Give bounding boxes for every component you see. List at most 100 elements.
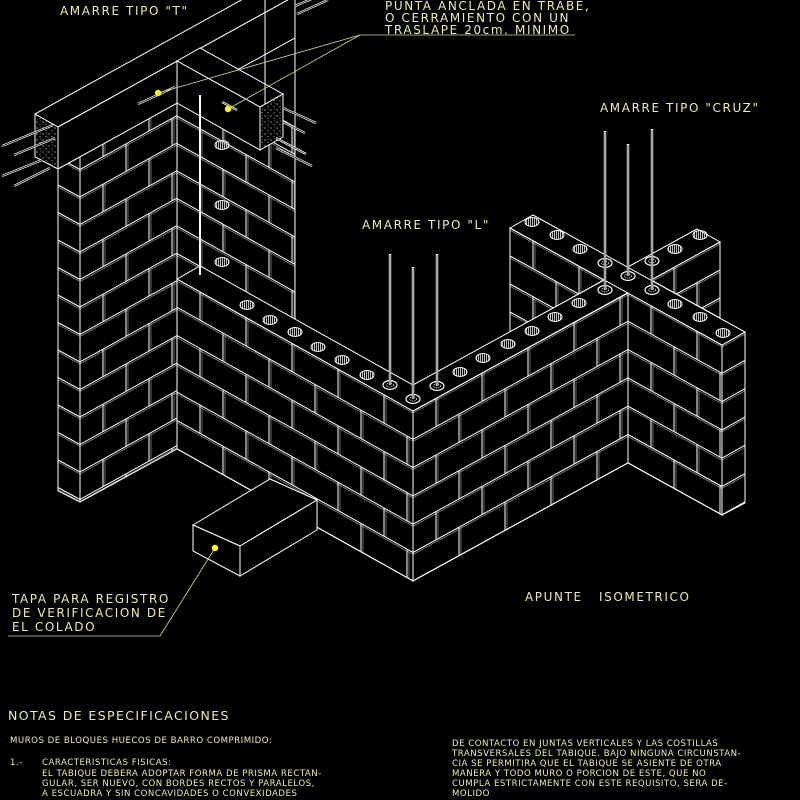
registro-box-side [239, 499, 318, 577]
mortar-line [80, 309, 177, 365]
label-tapa-note: TAPA PARA REGISTRO DE VERIFICACION DE EL… [12, 592, 170, 634]
tapa-note-line: TAPA PARA REGISTRO [12, 592, 170, 606]
note-line: MANERA Y TODO MURO O PORCION DE ESTE, QU… [452, 769, 707, 779]
note-line: CUMPLA ESTRICTAMENTE CON ESTE REQUISITO,… [452, 779, 728, 789]
rebar-center [275, 137, 307, 155]
mortar-line [628, 323, 722, 376]
mortar-line [651, 243, 720, 283]
brick-course-line [177, 143, 295, 210]
note-line: DE CONTACTO EN JUNTAS VERTICALES Y LAS C… [452, 739, 719, 749]
brick-course-line [80, 445, 177, 500]
brick-course-line [722, 416, 745, 431]
mortar-line [413, 351, 628, 470]
mortar-line [177, 227, 295, 295]
notes-right-paragraph: DE CONTACTO EN JUNTAS VERTICALES Y LAS C… [452, 739, 741, 799]
mortar-line [177, 393, 413, 527]
leader-line-tapa [8, 547, 216, 637]
mortar-line [58, 406, 80, 420]
cross-arm-end-face [721, 331, 746, 545]
brick-course-line [80, 197, 177, 253]
block-hole [334, 355, 350, 365]
mortar-line [722, 418, 745, 433]
mortar-line [722, 532, 745, 545]
brick-course-line [628, 434, 722, 487]
rebar-center [13, 167, 51, 187]
brick-course-line [58, 294, 80, 308]
mortar-line [628, 351, 722, 404]
mortar-line [58, 214, 80, 227]
brick-course-line [58, 267, 80, 280]
brick-course-line [58, 349, 80, 363]
brick-course-line [80, 417, 177, 473]
block-hole [692, 312, 708, 322]
brick-course-line [58, 404, 80, 418]
block-hole [310, 342, 326, 352]
rebar-center [294, 0, 311, 7]
brick-course-line [628, 405, 722, 459]
block-hole [359, 370, 375, 380]
brick-course-line [58, 515, 80, 527]
block-hole [692, 230, 708, 240]
mortar-line [80, 282, 177, 337]
tapa-note-line: DE VERIFICACION DE [12, 606, 167, 620]
note-line: TRANSVERSALES DEL TABIQUE. BAJO NINGUNA … [452, 749, 742, 759]
brick-course-line [58, 487, 80, 500]
brick-course-line [177, 561, 413, 581]
mortar-line [58, 324, 80, 337]
brick-course-line [722, 530, 745, 543]
mortar-line [628, 407, 722, 461]
mortar-line [80, 392, 177, 447]
mortar-line [80, 117, 177, 172]
block-hole [549, 230, 565, 240]
mortar-line [58, 434, 80, 447]
mortar-line [80, 227, 177, 282]
brick-course-line [628, 377, 722, 431]
rebar-center [282, 121, 306, 134]
brick-course-line [177, 420, 413, 553]
mortar-line [80, 337, 177, 392]
mortar-line [177, 145, 295, 212]
brick-course-line [413, 405, 628, 525]
mortar-line [58, 379, 80, 392]
note-line: EL TABIQUE DEBERA ADOPTAR FORMA DE PRISM… [42, 769, 322, 779]
mortar-line [413, 436, 628, 555]
leader-marker-dot [211, 544, 219, 552]
mortar-line [722, 446, 745, 461]
mortar-line [58, 489, 80, 502]
mortar-line [628, 294, 722, 348]
label-amarre-t: AMARRE TIPO "T" [60, 4, 189, 18]
mortar-line [177, 172, 295, 240]
brick-course-line [80, 362, 177, 418]
mortar-line [80, 199, 177, 255]
brick-course-line [80, 225, 177, 280]
brick-course-line [628, 349, 722, 403]
block-hole [452, 367, 468, 377]
block-hole [524, 217, 540, 227]
brick-course-line [722, 444, 745, 459]
leader-line-trabe [227, 34, 361, 110]
trabe-note-line: PUNTA ANCLADA EN TRABE, [385, 0, 591, 13]
label-amarre-l: AMARRE TIPO "L" [362, 218, 490, 232]
block-hole [287, 327, 303, 337]
brick-course-line [413, 434, 628, 553]
brick-course-line [80, 335, 177, 390]
mortar-line [177, 365, 413, 499]
mortar-line [177, 337, 413, 470]
brick-course-line [58, 184, 80, 198]
notes-title: NOTAS DE ESPECIFICACIONES [8, 708, 230, 723]
pier-front-face-fill [80, 88, 177, 502]
block-hole [475, 353, 491, 363]
mortar-line [58, 241, 80, 255]
brick-course-line [58, 432, 80, 445]
mortar-line [80, 364, 177, 420]
mortar-line [58, 517, 80, 529]
leader-marker-dot [154, 89, 162, 97]
cross-beam-end-section [259, 93, 284, 151]
mortar-line [628, 436, 722, 489]
block-hole [500, 339, 516, 349]
brick-course-line [80, 280, 177, 335]
mortar-line [722, 475, 745, 489]
mortar-line [58, 269, 80, 282]
mortar-line [510, 229, 604, 283]
